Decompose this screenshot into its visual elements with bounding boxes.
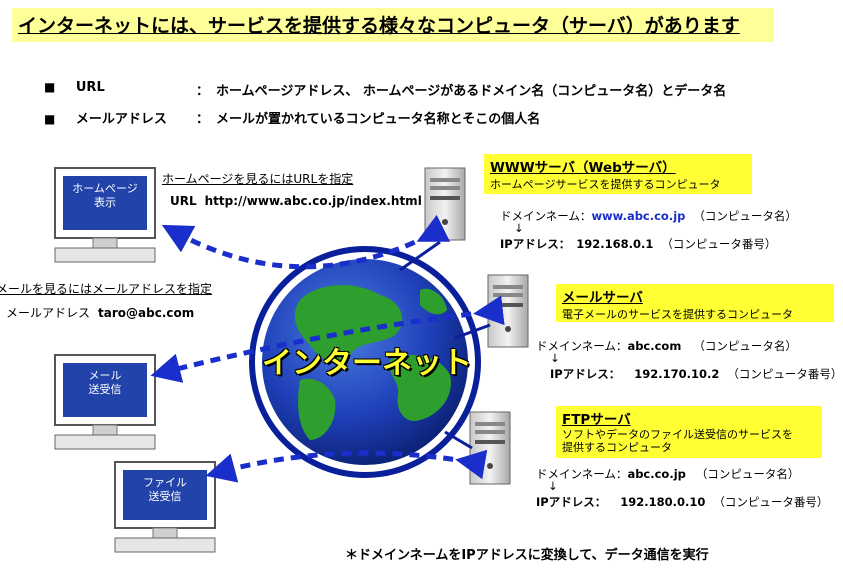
definition-term: メールアドレス	[75, 112, 167, 127]
screen-web-label: ホームページ表示	[72, 182, 138, 209]
mail-ip: IPアドレス：192.170.10.2（コンピュータ番号）	[550, 367, 843, 381]
definition-mail: ■ メールアドレス	[44, 108, 167, 127]
pc-mail-icon	[54, 354, 156, 450]
ftp-domain: ドメインネーム：abc.co.jp（コンピュータ名）	[536, 467, 800, 481]
bullet-icon: ■	[44, 112, 56, 126]
definition-url: ■ URL	[44, 80, 105, 95]
internet-label: インターネット	[262, 346, 472, 381]
screen-file-label: ファイル送受信	[143, 476, 187, 503]
mail-server-desc: 電子メールのサービスを提供するコンピュータ	[562, 308, 793, 321]
mail-server-box: メールサーバ 電子メールのサービスを提供するコンピュータ	[556, 284, 834, 322]
www-ip: IPアドレス：192.168.0.1（コンピュータ番号）	[500, 237, 777, 251]
title-band	[12, 8, 774, 42]
bullet-icon: ■	[44, 80, 56, 94]
definition-desc: ホームページアドレス、 ホームページがあるドメイン名（コンピュータ名）とデータ名	[216, 84, 727, 99]
definition-sep: ：	[196, 84, 210, 99]
www-server-box: WWWサーバ（Webサーバ） ホームページサービスを提供するコンピュータ	[484, 154, 752, 194]
www-domain: ドメインネーム：www.abc.co.jp（コンピュータ名）	[500, 209, 797, 223]
pc-file-icon	[114, 461, 216, 553]
definition-sep: ：	[196, 112, 210, 127]
server-mail-icon	[487, 274, 529, 348]
page-title: インターネットには、サービスを提供する様々なコンピュータ（サーバ）があります	[18, 15, 740, 37]
www-arrow: ↓	[514, 221, 524, 235]
ftp-ip: IPアドレス：192.180.0.10（コンピュータ番号）	[536, 495, 829, 509]
ftp-server-heading: FTPサーバ	[562, 412, 631, 428]
www-server-desc: ホームページサービスを提供するコンピュータ	[490, 178, 721, 191]
mail-server-heading: メールサーバ	[562, 290, 643, 306]
link-ftp-line	[444, 430, 473, 450]
www-server-heading: WWWサーバ（Webサーバ）	[490, 160, 676, 176]
mail-domain: ドメインネーム：abc.com（コンピュータ名）	[536, 339, 797, 353]
pc-web-icon	[54, 167, 156, 263]
web-note: ホームページを見るにはURLを指定	[162, 172, 354, 186]
definition-term: URL	[75, 80, 105, 95]
mail-note: メールを見るにはメールアドレスを指定	[0, 282, 213, 296]
server-ftp-icon	[469, 411, 511, 485]
footnote: ＊ドメインネームをIPアドレスに変換して、データ通信を実行	[345, 548, 709, 563]
ftp-server-box: FTPサーバ ソフトやデータのファイル送受信のサービスを 提供するコンピュータ	[556, 406, 822, 458]
ftp-arrow: ↓	[548, 479, 558, 493]
screen-mail-label: メール送受信	[88, 369, 122, 396]
ftp-server-desc-2: 提供するコンピュータ	[562, 441, 672, 454]
arrow-file	[205, 449, 488, 483]
definition-desc: メールが置かれているコンピュータ名称とそこの個人名	[216, 112, 541, 127]
server-www-icon	[424, 167, 466, 241]
mail-arrow: ↓	[550, 351, 560, 365]
ftp-server-desc-1: ソフトやデータのファイル送受信のサービスを	[562, 428, 793, 441]
arrow-mail	[150, 295, 505, 383]
arrow-web	[161, 214, 451, 270]
